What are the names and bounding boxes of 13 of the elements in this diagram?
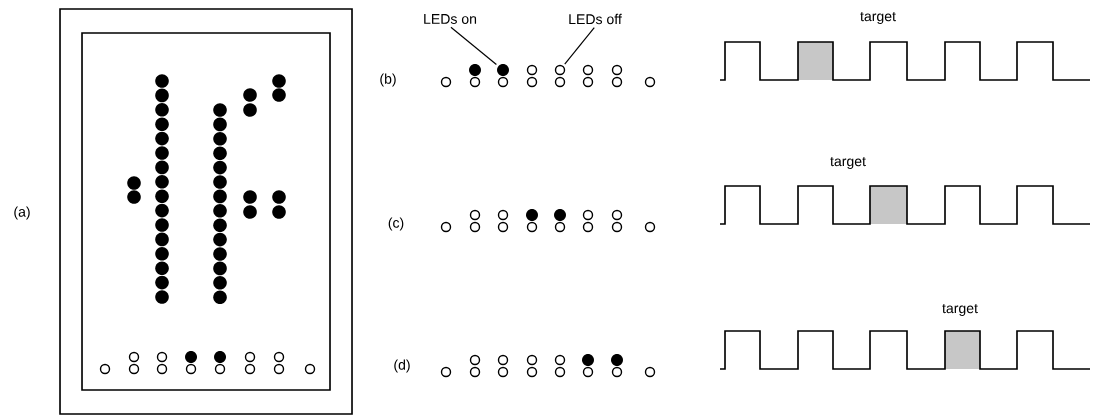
target-label: target	[942, 304, 978, 316]
unlit-led	[554, 64, 566, 76]
panel-letter: (b)	[380, 73, 396, 87]
leader-line	[564, 27, 595, 65]
target-label: target	[830, 157, 866, 169]
leader-line	[450, 26, 497, 66]
target-label: target	[860, 12, 896, 24]
panel-letter: (d)	[394, 359, 410, 373]
panel-letter: (a)	[14, 206, 30, 220]
callout-text: LEDs off	[569, 13, 622, 25]
panel-letter: (c)	[388, 217, 404, 231]
lit-led	[497, 64, 509, 76]
callout-text: LEDs on	[424, 14, 477, 24]
